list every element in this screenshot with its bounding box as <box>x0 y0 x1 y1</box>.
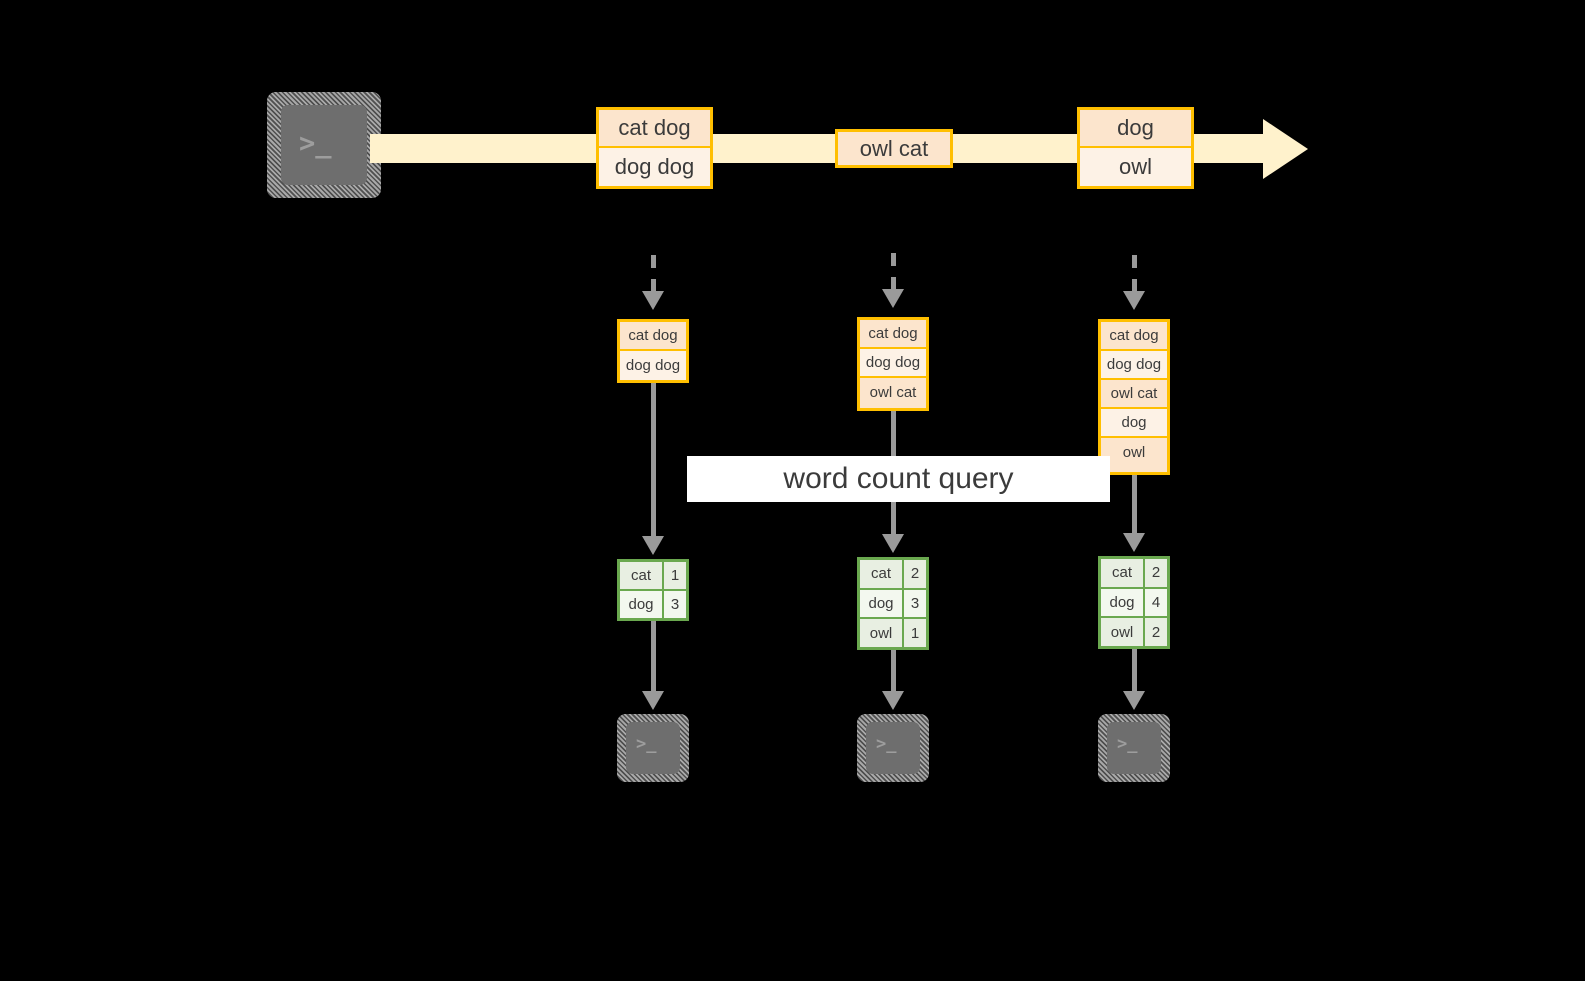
stream-event-2: owl cat <box>835 129 953 168</box>
batch-line: dog dog <box>1101 351 1167 380</box>
table-row: cat 2 <box>1101 559 1167 589</box>
result-count: 2 <box>1145 559 1167 587</box>
batch-line: cat dog <box>860 320 926 349</box>
terminal-prompt-glyph: >_ <box>1117 734 1138 754</box>
result-word: owl <box>1101 618 1145 647</box>
table-row: owl 2 <box>1101 618 1167 647</box>
terminal-prompt-glyph: >_ <box>876 734 897 754</box>
terminal-screen <box>281 105 367 185</box>
batch-sink-arrowhead-icon-2 <box>882 691 904 710</box>
terminal-prompt-glyph: >_ <box>299 128 332 159</box>
terminal-screen <box>866 722 920 774</box>
batch-line: owl cat <box>1101 380 1167 409</box>
batch-query-arrowhead-icon-1 <box>642 536 664 555</box>
sink-terminal-icon-2: >_ <box>857 714 929 782</box>
batch-sink-arrowhead-icon-3 <box>1123 691 1145 710</box>
table-row: dog 4 <box>1101 588 1167 619</box>
stream-event-1: cat dog dog dog <box>596 107 713 189</box>
batch-trigger-arrow-1 <box>651 255 656 293</box>
batch-trigger-arrow-3 <box>1132 255 1137 293</box>
batch-trigger-arrow-2 <box>891 253 896 291</box>
result-count: 4 <box>1145 588 1167 617</box>
terminal-prompt-glyph: >_ <box>636 734 657 754</box>
sink-terminal-icon-3: >_ <box>1098 714 1170 782</box>
result-count: 3 <box>904 589 926 618</box>
table-row: cat 1 <box>620 562 686 591</box>
batch-line: dog dog <box>860 349 926 378</box>
batch-line: owl cat <box>860 378 926 407</box>
result-count: 2 <box>904 560 926 588</box>
batch-trigger-arrowhead-icon-2 <box>882 289 904 308</box>
result-count: 1 <box>904 619 926 648</box>
result-word: owl <box>860 619 904 648</box>
batch-sink-arrow-2 <box>891 650 896 693</box>
stream-event-line: owl cat <box>838 132 950 165</box>
batch-line: dog <box>1101 409 1167 438</box>
batch-trigger-arrowhead-icon-1 <box>642 291 664 310</box>
result-table-2: cat 2 dog 3 owl 1 <box>857 557 929 650</box>
batch-accumulated-3: cat dog dog dog owl cat dog owl <box>1098 319 1170 475</box>
query-banner: word count query <box>687 456 1110 502</box>
result-table-1: cat 1 dog 3 <box>617 559 689 621</box>
stream-event-line: dog dog <box>599 148 710 186</box>
source-terminal-icon: >_ <box>267 92 381 198</box>
batch-query-arrowhead-icon-2 <box>882 534 904 553</box>
stream-event-line: cat dog <box>599 110 710 148</box>
batch-line: cat dog <box>1101 322 1167 351</box>
batch-sink-arrow-1 <box>651 621 656 693</box>
table-row: owl 1 <box>860 619 926 648</box>
batch-query-arrow-1 <box>651 383 656 538</box>
table-row: cat 2 <box>860 560 926 590</box>
batch-line: owl <box>1101 438 1167 467</box>
batch-line: dog dog <box>620 351 686 380</box>
result-word: dog <box>620 591 664 618</box>
stream-event-line: dog <box>1080 110 1191 148</box>
batch-query-arrowhead-icon-3 <box>1123 533 1145 552</box>
stream-event-3: dog owl <box>1077 107 1194 189</box>
result-word: dog <box>1101 588 1145 617</box>
batch-trigger-arrowhead-icon-3 <box>1123 291 1145 310</box>
result-count: 3 <box>664 591 686 618</box>
sink-terminal-icon-1: >_ <box>617 714 689 782</box>
stream-arrowhead-icon <box>1263 119 1308 179</box>
terminal-screen <box>1107 722 1161 774</box>
batch-query-arrow-3 <box>1132 475 1137 535</box>
result-word: cat <box>860 560 904 588</box>
batch-sink-arrow-3 <box>1132 649 1137 693</box>
batch-accumulated-1: cat dog dog dog <box>617 319 689 383</box>
batch-line: cat dog <box>620 322 686 351</box>
terminal-screen <box>626 722 680 774</box>
result-count: 1 <box>664 562 686 589</box>
result-count: 2 <box>1145 618 1167 647</box>
batch-sink-arrowhead-icon-1 <box>642 691 664 710</box>
result-table-3: cat 2 dog 4 owl 2 <box>1098 556 1170 649</box>
stream-event-line: owl <box>1080 148 1191 186</box>
table-row: dog 3 <box>620 591 686 618</box>
result-word: cat <box>1101 559 1145 587</box>
table-row: dog 3 <box>860 589 926 620</box>
result-word: cat <box>620 562 664 589</box>
result-word: dog <box>860 589 904 618</box>
batch-accumulated-2: cat dog dog dog owl cat <box>857 317 929 411</box>
